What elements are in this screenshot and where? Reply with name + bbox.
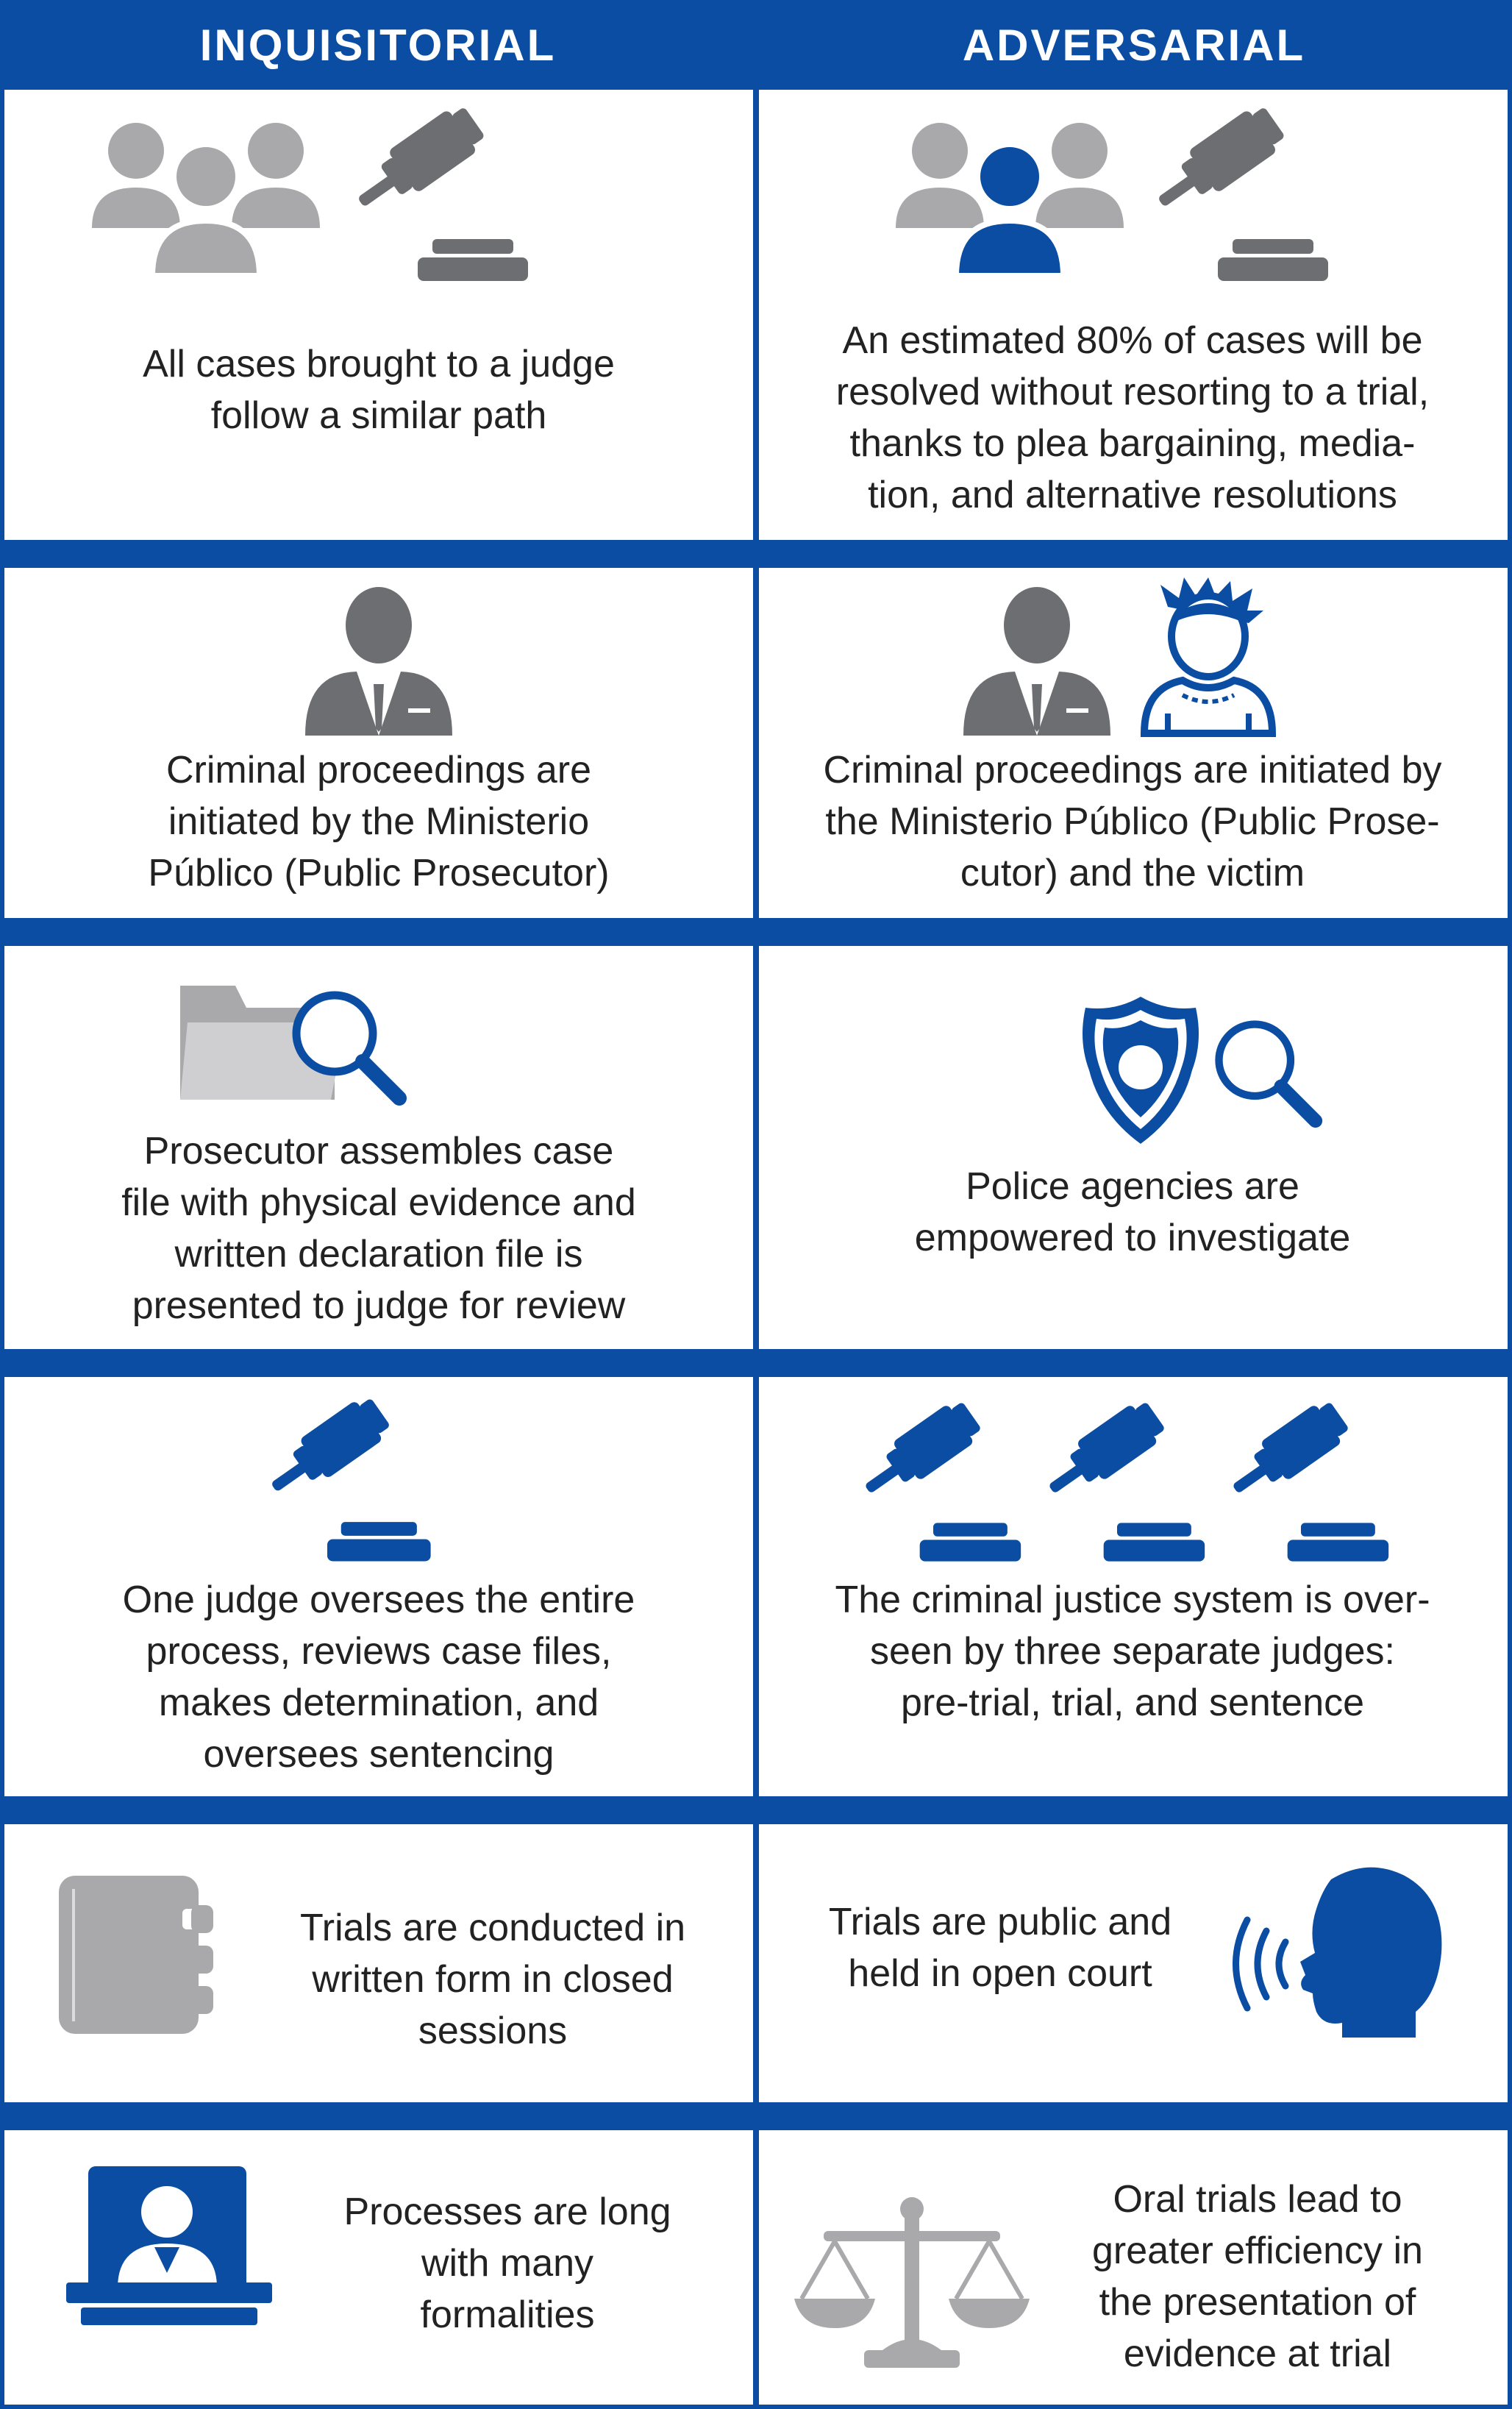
row4-right-text: The criminal justice system is over- see…: [835, 1579, 1430, 1724]
judge-bench-icon: [66, 2166, 272, 2325]
row3-left-cell: [4, 946, 753, 1349]
scales-icon: [794, 2197, 1030, 2368]
magnifier-icon: [1215, 1020, 1323, 1128]
row3-left-text: Prosecutor assembles case file with phys…: [121, 1130, 636, 1327]
police-badge-icon: [1083, 997, 1199, 1144]
people-group-icon: [92, 123, 320, 279]
magnifier-icon: [292, 991, 407, 1106]
binder-icon: [59, 1876, 213, 2034]
prosecutor-icon: [305, 587, 452, 736]
speaking-head-icon: [1233, 1867, 1442, 2038]
row1-left-text: All cases brought to a judge follow a si…: [143, 343, 615, 437]
gavel-icon: [272, 1399, 431, 1562]
row5-right-text: Trials are public and held in open court: [828, 1901, 1172, 1995]
header-adversarial: ADVERSARIAL: [962, 20, 1306, 70]
row2-left-text: Criminal proceedings are initiated by th…: [148, 749, 610, 894]
gavel-icon: [1233, 1403, 1389, 1562]
row2-right-cell: [759, 568, 1508, 918]
gavel-icon: [866, 1403, 1021, 1562]
row1-right-text: An estimated 80% of cases will be resolv…: [835, 319, 1430, 516]
row5-left-text: Trials are conducted in written form in …: [299, 1907, 686, 2052]
gavel-icon: [359, 108, 528, 281]
people-group-icon: [896, 123, 1124, 279]
row6-right-text: Oral trials lead to greater efficiency i…: [1092, 2178, 1423, 2375]
gavel-icon: [1049, 1403, 1205, 1562]
gavel-icon: [1159, 108, 1328, 281]
row3-right-text: Police agencies are empowered to investi…: [914, 1165, 1351, 1259]
header-inquisitorial: INQUISITORIAL: [199, 20, 557, 70]
row6-left-text: Processes are long with many formalities: [343, 2191, 671, 2336]
victim-icon: [1140, 577, 1277, 737]
row2-right-text: Criminal proceedings are initiated by th…: [823, 749, 1442, 894]
prosecutor-icon: [963, 587, 1110, 736]
row4-left-text: One judge oversees the entire process, r…: [122, 1579, 635, 1776]
row4-left-cell: [4, 1377, 753, 1796]
row1-right-cell: [759, 90, 1508, 540]
